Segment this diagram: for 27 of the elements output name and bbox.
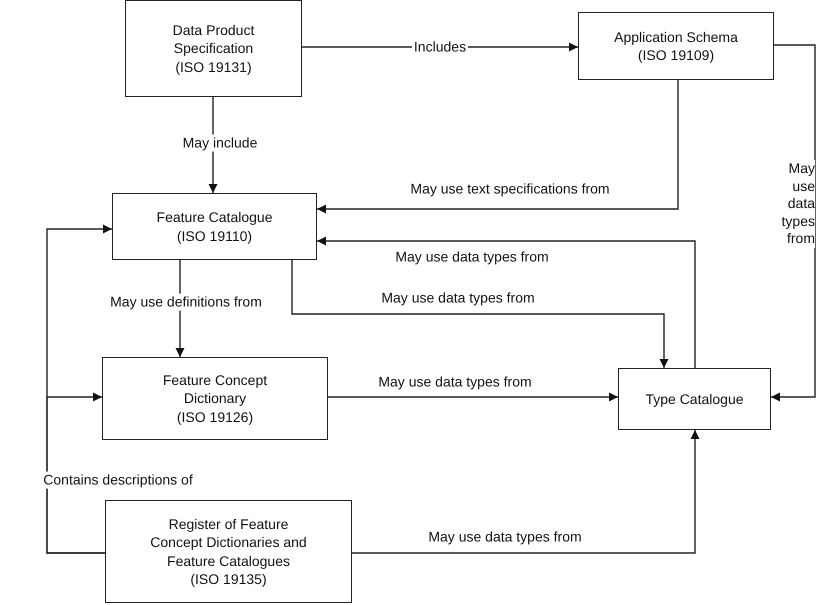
process-box xyxy=(105,500,352,603)
box-title: Feature Concept Dictionary xyxy=(162,371,268,408)
standard-number: (ISO 19135) xyxy=(190,570,267,588)
box-title: Register of Feature Concept Dictionaries and Feature Catalogues xyxy=(149,515,308,570)
standard-number: (ISO 19109) xyxy=(638,46,714,64)
arrow xyxy=(771,44,816,402)
standard-number: (ISO 19126) xyxy=(176,408,254,426)
box-title: Feature Catalogue xyxy=(156,208,272,226)
box-title: Data Product Specification xyxy=(172,21,256,58)
box-title: Type Catalogue xyxy=(645,390,744,408)
box-title: Application Schema xyxy=(614,28,738,46)
arrow xyxy=(46,392,105,554)
arrow xyxy=(317,236,696,368)
process-box xyxy=(102,357,328,440)
standard-number: (ISO 19131) xyxy=(175,58,252,76)
edge-label: Contains descriptions of xyxy=(41,472,195,488)
process-box xyxy=(125,0,302,97)
arrow xyxy=(291,260,668,368)
edge-label: May use definitions from xyxy=(108,294,264,310)
process-box xyxy=(618,368,771,430)
standard-number: (ISO 19110) xyxy=(176,226,252,245)
arrow xyxy=(317,80,679,214)
process-box xyxy=(112,193,317,260)
arrow xyxy=(328,392,618,402)
edge-label: May include xyxy=(180,134,260,152)
arrow xyxy=(352,430,700,554)
process-box xyxy=(578,12,774,80)
